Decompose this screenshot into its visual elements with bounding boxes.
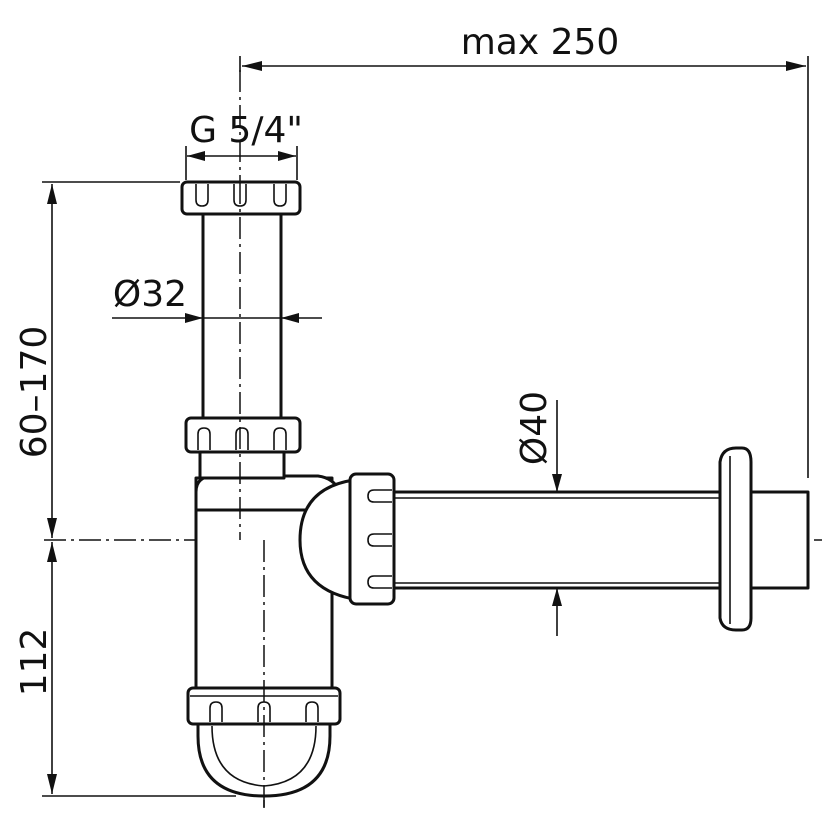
tailpiece-diameter-label: Ø32 [113, 274, 187, 315]
arrowhead [47, 518, 57, 538]
outlet-nut-rib-1 [367, 489, 392, 503]
center-lines [44, 70, 822, 808]
bottom-nut-rib-1 [209, 701, 223, 722]
thread-label: G 5/4" [189, 110, 303, 151]
outlet-nut-rib-3 [367, 575, 392, 589]
outlet-diameter-label: Ø40 [514, 391, 555, 465]
top-nut-rib-1 [195, 184, 209, 207]
arrowhead [281, 313, 299, 323]
dimension-outlet-diameter: Ø40 [514, 391, 562, 606]
bottle-neck [198, 450, 286, 480]
arrowhead [278, 151, 296, 161]
arrowhead [185, 313, 203, 323]
trap-height-label: 112 [14, 628, 55, 697]
extension-lines [42, 56, 809, 797]
max-length-label: max 250 [461, 22, 620, 63]
bottle-trap [180, 180, 810, 798]
arrowhead [242, 61, 262, 71]
outlet-nut [348, 472, 396, 606]
outlet-nut-rib-2 [367, 533, 392, 547]
bottom-nut-rib-3 [305, 701, 319, 722]
middle-nut [184, 416, 302, 454]
arrowhead [552, 474, 562, 492]
tailpiece-tube [201, 204, 283, 424]
arrowhead [47, 542, 57, 562]
dimension-tailpiece-diameter: Ø32 [112, 274, 322, 323]
top-nut-rib-2 [233, 184, 247, 207]
middle-nut-rib-2 [235, 427, 249, 450]
dimension-height-range: 60–170 [14, 184, 57, 538]
dimension-max-length: max 250 [242, 22, 806, 71]
arrowhead [552, 588, 562, 606]
middle-nut-rib-1 [197, 427, 211, 450]
middle-nut-rib-3 [273, 427, 287, 450]
height-range-label: 60–170 [14, 326, 55, 459]
dimension-trap-height: 112 [14, 542, 57, 794]
dimension-thread: G 5/4" [187, 110, 303, 161]
top-nut [180, 180, 302, 216]
wall-rosette [718, 446, 753, 632]
arrowhead [187, 151, 205, 161]
arrowhead [786, 61, 806, 71]
arrowhead [47, 774, 57, 794]
arrowhead [47, 184, 57, 204]
top-nut-rib-3 [273, 184, 287, 207]
